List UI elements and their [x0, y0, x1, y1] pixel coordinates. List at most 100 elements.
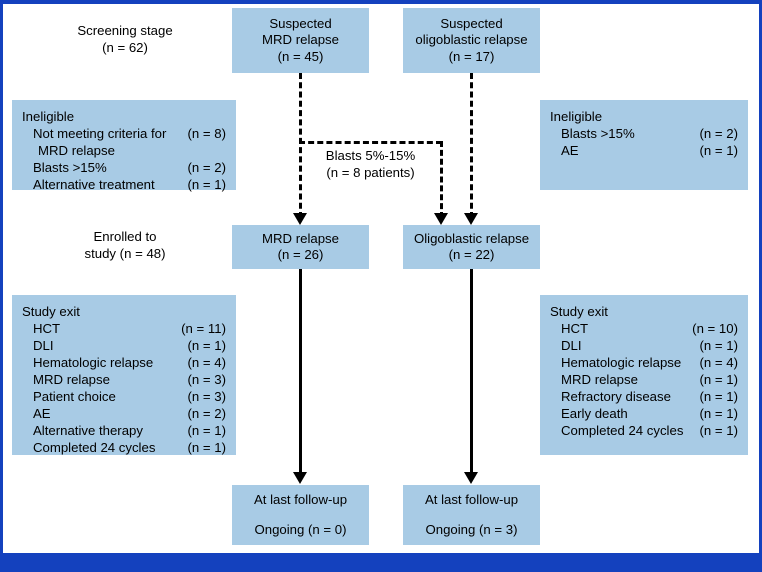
ineligible-left-row2-label: Alternative treatment — [33, 177, 155, 192]
study-exit-right-row2-value: (n = 4) — [699, 355, 738, 370]
list-item: Early death (n = 1) — [561, 405, 738, 422]
list-item: Blasts >15% (n = 2) — [561, 125, 738, 142]
oligoblastic-relapse-line2: (n = 22) — [448, 247, 495, 262]
list-item: MRD relapse — [33, 142, 226, 159]
followup-right-line1: At last follow-up — [424, 491, 519, 507]
list-item: AE (n = 2) — [33, 405, 226, 422]
solid-edge-mrd-to-followup — [299, 269, 302, 474]
study-exit-right-row1-label: DLI — [561, 338, 582, 353]
dashed-edge-crossover-horizontal — [299, 141, 442, 144]
study-exit-left-row2-label: Hematologic relapse — [33, 355, 154, 370]
box-study-exit-right: Study exit HCT (n = 10) DLI (n = 1) Hema… — [540, 295, 748, 455]
suspected-oligo-line1: Suspected — [440, 15, 503, 31]
node-mrd-relapse: MRD relapse (n = 26) — [232, 225, 369, 269]
solid-edge-oligoblastic-to-followup — [470, 269, 473, 474]
arrowhead-to-followup-right — [464, 472, 478, 484]
followup-right-line2: Ongoing (n = 3) — [425, 522, 518, 537]
list-item: HCT (n = 11) — [33, 320, 226, 337]
list-item: Completed 24 cycles (n = 1) — [33, 439, 226, 456]
study-exit-right-row0-value: (n = 10) — [692, 321, 738, 336]
frame-left-border — [0, 0, 3, 556]
ineligible-left-row0-value: (n = 8) — [187, 126, 226, 141]
node-followup-right: At last follow-up Ongoing (n = 3) — [403, 485, 540, 545]
edge-label-line1: Blasts 5%-15% — [325, 148, 416, 163]
ineligible-right-rows: Blasts >15% (n = 2) AE (n = 1) — [561, 125, 738, 159]
followup-left-line1: At last follow-up — [253, 491, 348, 507]
enrolled-line2: study (n = 48) — [84, 246, 166, 261]
ineligible-right-row1-label: AE — [561, 143, 579, 158]
study-exit-right-row4-value: (n = 1) — [699, 389, 738, 404]
study-exit-right-row3-value: (n = 1) — [699, 372, 738, 387]
suspected-mrd-line3: (n = 45) — [277, 48, 324, 64]
study-exit-left-row1-value: (n = 1) — [187, 338, 226, 353]
study-exit-left-row1-label: DLI — [33, 338, 54, 353]
node-suspected-mrd-relapse: Suspected MRD relapse (n = 45) — [232, 8, 369, 73]
enrolled-to-study-label: Enrolled to study (n = 48) — [30, 228, 220, 262]
ineligible-left-row2-value: (n = 1) — [187, 177, 226, 192]
study-exit-left-row7-value: (n = 1) — [187, 440, 226, 455]
suspected-oligo-line3: (n = 17) — [448, 48, 495, 64]
list-item: MRD relapse (n = 3) — [33, 371, 226, 388]
study-exit-right-row5-value: (n = 1) — [699, 406, 738, 421]
edge-label-blasts: Blasts 5%-15% (n = 8 patients) — [305, 147, 436, 181]
mrd-relapse-line2: (n = 26) — [277, 247, 324, 262]
arrowhead-to-followup-left — [293, 472, 307, 484]
list-item: AE (n = 1) — [561, 142, 738, 159]
study-exit-right-row4-label: Refractory disease — [561, 389, 671, 404]
dashed-edge-oligoblastic-vertical — [470, 73, 473, 218]
list-item: DLI (n = 1) — [33, 337, 226, 354]
study-exit-left-row2-value: (n = 4) — [187, 355, 226, 370]
list-item: Completed 24 cycles (n = 1) — [561, 422, 738, 439]
followup-left-line2: Ongoing (n = 0) — [254, 522, 347, 537]
list-item: HCT (n = 10) — [561, 320, 738, 337]
node-oligoblastic-relapse: Oligoblastic relapse (n = 22) — [403, 225, 540, 269]
study-exit-right-title: Study exit — [550, 304, 608, 319]
ineligible-left-row1-label: Blasts >15% — [33, 160, 107, 175]
study-exit-right-row6-value: (n = 1) — [699, 423, 738, 438]
study-exit-right-row5-label: Early death — [561, 406, 628, 421]
enrolled-line1: Enrolled to — [93, 229, 157, 244]
dashed-edge-crossover-vertical — [440, 141, 443, 218]
screening-stage-line1: Screening stage — [77, 23, 173, 38]
ineligible-left-row0-label: Not meeting criteria for — [33, 126, 167, 141]
study-exit-right-row1-value: (n = 1) — [699, 338, 738, 353]
screening-stage-label: Screening stage (n = 62) — [30, 22, 220, 56]
study-exit-left-row4-value: (n = 3) — [187, 389, 226, 404]
box-ineligible-left: Ineligible Not meeting criteria for (n =… — [12, 100, 236, 193]
frame-top-border — [0, 0, 762, 4]
suspected-oligo-line2: oligoblastic relapse — [415, 32, 528, 48]
list-item: Refractory disease (n = 1) — [561, 388, 738, 405]
edge-label-line2: (n = 8 patients) — [326, 165, 415, 180]
arrowhead-to-mrd-relapse — [293, 213, 307, 225]
arrowhead-to-oligoblastic-relapse — [464, 213, 478, 225]
screening-stage-line2: (n = 62) — [102, 40, 148, 55]
study-exit-left-row4-label: Patient choice — [33, 389, 116, 404]
mrd-relapse-line1: MRD relapse — [262, 230, 339, 246]
study-exit-left-row0-label: HCT — [33, 321, 61, 336]
study-exit-left-row6-value: (n = 1) — [187, 423, 226, 438]
frame-right-border — [759, 0, 762, 556]
oligoblastic-relapse-line1: Oligoblastic relapse — [413, 230, 530, 246]
list-item: Blasts >15% (n = 2) — [33, 159, 226, 176]
list-item: Not meeting criteria for (n = 8) — [33, 125, 226, 142]
ineligible-left-row0-continuation: MRD relapse — [38, 143, 115, 158]
ineligible-right-title: Ineligible — [550, 109, 603, 124]
study-exit-right-row3-label: MRD relapse — [561, 372, 638, 387]
ineligible-right-row0-label: Blasts >15% — [561, 126, 635, 141]
dashed-edge-mrd-vertical — [299, 73, 302, 218]
list-item: Alternative therapy (n = 1) — [33, 422, 226, 439]
frame-bottom-bar — [0, 553, 762, 572]
study-exit-left-row3-label: MRD relapse — [33, 372, 110, 387]
list-item: Alternative treatment (n = 1) — [33, 176, 226, 193]
study-exit-left-row0-value: (n = 11) — [181, 321, 226, 336]
list-item: DLI (n = 1) — [561, 337, 738, 354]
list-item: Hematologic relapse (n = 4) — [561, 354, 738, 371]
list-item: Hematologic relapse (n = 4) — [33, 354, 226, 371]
box-ineligible-right: Ineligible Blasts >15% (n = 2) AE (n = 1… — [540, 100, 748, 190]
list-item: MRD relapse (n = 1) — [561, 371, 738, 388]
ineligible-left-rows: Not meeting criteria for (n = 8) MRD rel… — [33, 125, 226, 193]
box-study-exit-left: Study exit HCT (n = 11) DLI (n = 1) Hema… — [12, 295, 236, 455]
ineligible-left-title: Ineligible — [22, 109, 75, 124]
study-exit-left-row6-label: Alternative therapy — [33, 423, 143, 438]
